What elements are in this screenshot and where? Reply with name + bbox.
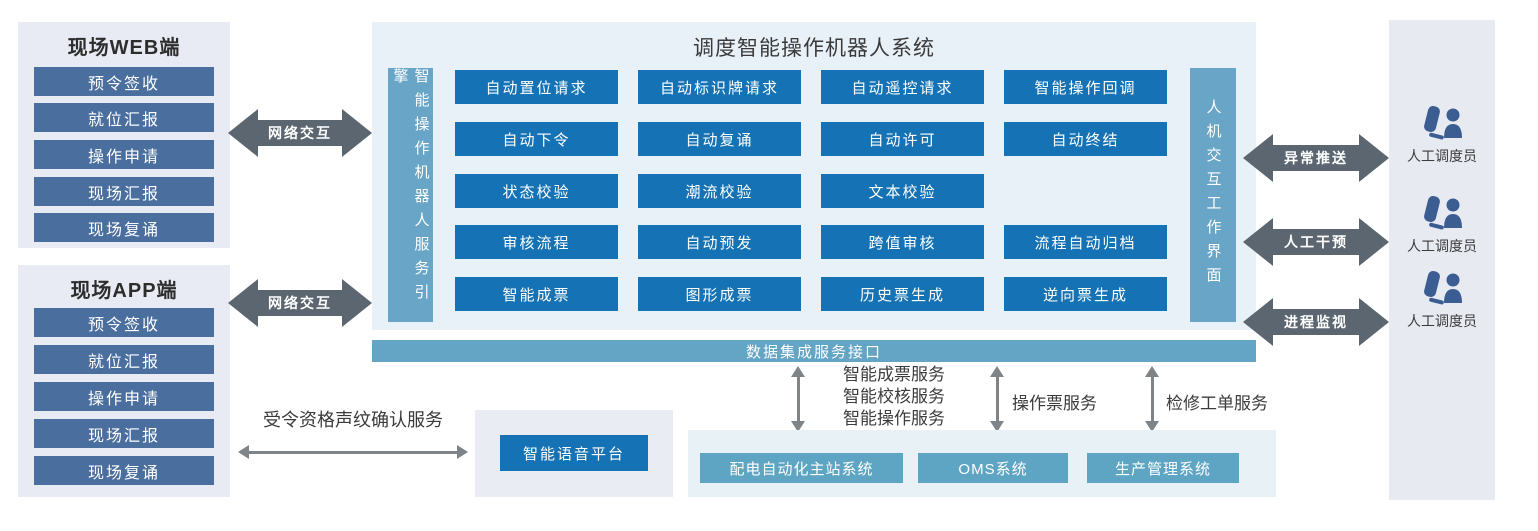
external-systems-panel: 配电自动化主站系统 OMS系统 生产管理系统: [688, 430, 1276, 497]
grid-cell: 跨值审核: [821, 225, 984, 259]
arrow-right-head: [1359, 298, 1389, 346]
arrow-left-head: [228, 279, 258, 327]
grid-cell: 自动预发: [638, 225, 801, 259]
process-monitor-label: 进程监视: [1284, 314, 1348, 330]
web-item-presign: 预令签收: [34, 67, 214, 96]
grid-cell: 自动遥控请求: [821, 70, 984, 104]
operator-at-desk-icon: [1424, 195, 1462, 230]
robot-system-panel: 调度智能操作机器人系统 智能操作机器人服务引擎 人机交互工作界面 自动置位请求 …: [372, 22, 1256, 330]
system-box-oms: OMS系统: [918, 453, 1068, 483]
arrow-line: [247, 450, 459, 454]
voiceprint-service-label: 受令资格声纹确认服务: [263, 410, 443, 430]
arrow-left-head: [1243, 298, 1273, 346]
grid-cell: 自动复诵: [638, 122, 801, 156]
network-arrow-web: 网络交互: [228, 109, 372, 157]
web-item-inplace: 就位汇报: [34, 103, 214, 132]
grid-cell: 文本校验: [821, 174, 984, 208]
field-app-title: 现场APP端: [70, 280, 178, 302]
grid-cell: 自动许可: [821, 122, 984, 156]
arrow-left-head: [1243, 134, 1273, 182]
app-item-repeat: 现场复诵: [34, 456, 214, 485]
app-item-report: 现场汇报: [34, 419, 214, 448]
arrow-right-head: [342, 109, 372, 157]
grid-cell: 智能成票: [455, 277, 618, 311]
exception-push-arrow: 异常推送: [1243, 134, 1389, 182]
hmi-workspace-label: 人机交互工作界面: [1204, 99, 1222, 291]
network-arrow-app-label: 网络交互: [268, 295, 332, 311]
operator-label: 人工调度员: [1407, 148, 1477, 164]
intelligent-services-arrow: [791, 366, 805, 432]
voiceprint-service-arrow: [238, 445, 468, 459]
network-arrow-app: 网络交互: [228, 279, 372, 327]
app-item-apply: 操作申请: [34, 382, 214, 411]
hmi-workspace-bar: 人机交互工作界面: [1190, 68, 1236, 322]
operator-label: 人工调度员: [1407, 313, 1477, 329]
dispatcher-group: 人工调度员: [1389, 105, 1495, 166]
system-title: 调度智能操作机器人系统: [693, 37, 935, 60]
grid-cell: 逆向票生成: [1004, 277, 1167, 311]
service-line: 智能校核服务: [843, 387, 945, 406]
grid-cell: 图形成票: [638, 277, 801, 311]
process-monitor-arrow: 进程监视: [1243, 298, 1389, 346]
system-box-distribution: 配电自动化主站系统: [700, 453, 903, 483]
manual-intervention-label: 人工干预: [1284, 234, 1348, 250]
grid-cell: 状态校验: [455, 174, 618, 208]
service-engine-label: 智能操作机器人服务引擎: [391, 68, 430, 308]
web-item-apply: 操作申请: [34, 140, 214, 169]
field-web-panel: 现场WEB端 预令签收 就位汇报 操作申请 现场汇报 现场复诵: [18, 22, 230, 248]
grid-cell: 智能操作回调: [1004, 70, 1167, 104]
grid-cell: 流程自动归档: [1004, 225, 1167, 259]
maintenance-order-arrow: [1145, 366, 1159, 432]
intelligent-service-labels: 智能成票服务 智能校核服务 智能操作服务: [843, 364, 945, 430]
network-arrow-web-label: 网络交互: [268, 125, 332, 141]
operation-ticket-label: 操作票服务: [1012, 394, 1097, 413]
grid-cell: 潮流校验: [638, 174, 801, 208]
arrow-right-head: [342, 279, 372, 327]
system-box-production: 生产管理系统: [1087, 453, 1239, 483]
voice-platform-box: 智能语音平台: [500, 435, 648, 471]
maintenance-order-label: 检修工单服务: [1166, 394, 1268, 413]
grid-cell: 自动置位请求: [455, 70, 618, 104]
field-app-panel: 现场APP端 预令签收 就位汇报 操作申请 现场汇报 现场复诵: [18, 265, 230, 497]
arrow-line: [995, 375, 999, 423]
dispatcher-panel: 人工调度员 人工调度员 人工调度: [1389, 20, 1495, 500]
data-integration-bar: 数据集成服务接口: [372, 340, 1256, 362]
exception-push-label: 异常推送: [1284, 150, 1348, 166]
service-line: 智能成票服务: [843, 365, 945, 384]
field-web-title: 现场WEB端: [67, 37, 181, 59]
web-item-report: 现场汇报: [34, 177, 214, 206]
arrow-right-head: [1359, 134, 1389, 182]
web-item-repeat: 现场复诵: [34, 213, 214, 242]
operator-at-desk-icon: [1424, 105, 1462, 140]
grid-cell: 历史票生成: [821, 277, 984, 311]
operator-at-desk-icon: [1424, 270, 1462, 305]
service-line: 智能操作服务: [843, 409, 945, 428]
dispatcher-group: 人工调度员: [1389, 270, 1495, 331]
grid-cell: 自动终结: [1004, 122, 1167, 156]
arrow-left-head: [1243, 218, 1273, 266]
arrow-line: [796, 375, 800, 423]
app-item-presign: 预令签收: [34, 308, 214, 337]
arrow-left-head: [228, 109, 258, 157]
dispatcher-group: 人工调度员: [1389, 195, 1495, 256]
voice-platform-panel: 智能语音平台: [475, 410, 673, 497]
app-item-inplace: 就位汇报: [34, 345, 214, 374]
grid-cell: 自动下令: [455, 122, 618, 156]
service-engine-bar: 智能操作机器人服务引擎: [388, 68, 433, 322]
operation-ticket-arrow: [990, 366, 1004, 432]
grid-cell: 自动标识牌请求: [638, 70, 801, 104]
manual-intervention-arrow: 人工干预: [1243, 218, 1389, 266]
operator-label: 人工调度员: [1407, 238, 1477, 254]
arrow-line: [1150, 375, 1154, 423]
grid-cell: 审核流程: [455, 225, 618, 259]
arrow-right-head: [1359, 218, 1389, 266]
